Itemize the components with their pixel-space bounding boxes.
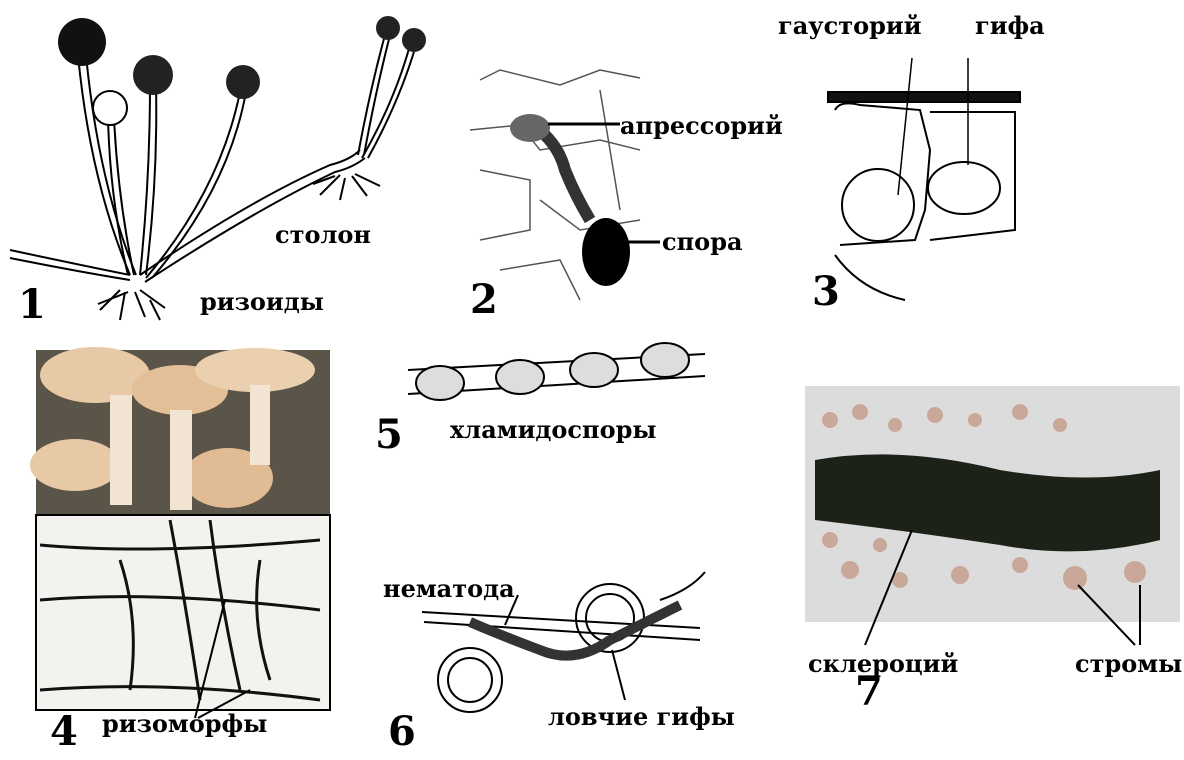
- appressorium-shape: [510, 114, 550, 142]
- label-sclerotium: склероций: [808, 652, 958, 676]
- sporangium-3: [133, 55, 173, 95]
- sporangium-2: [93, 91, 127, 125]
- mushroom-stem-1: [110, 395, 132, 505]
- panel-number-5: 5: [375, 415, 403, 455]
- sporangium-5: [376, 16, 400, 40]
- label-stromata: стромы: [1075, 652, 1182, 676]
- label-rhizomorphs: ризоморфы: [102, 712, 267, 736]
- label-hypha: гифа: [975, 14, 1045, 38]
- haustorium-pointer: [898, 58, 912, 195]
- label-stolon: столон: [275, 223, 371, 247]
- haustorium-shape-2: [928, 162, 1000, 214]
- panel-number-7: 7: [855, 672, 883, 712]
- label-nematode: нематода: [383, 577, 515, 601]
- sporangium-6: [402, 28, 426, 52]
- label-spore: спора: [662, 230, 743, 254]
- mushroom-stem-2: [170, 410, 192, 510]
- nematode-shape: [470, 605, 680, 656]
- label-trap-hyphae: ловчие гифы: [548, 705, 735, 729]
- sporangium-4: [226, 65, 260, 99]
- spore-shape: [582, 218, 630, 286]
- panel-number-1: 1: [18, 285, 46, 325]
- mushroom-stem-3: [250, 385, 270, 465]
- panel-number-3: 3: [812, 272, 840, 312]
- mushroom-cap-4: [30, 439, 120, 491]
- label-chlamydospores: хламидоспоры: [450, 418, 656, 442]
- panel-5-chlamydospores-drawing: [408, 343, 705, 400]
- panel-1-rhizopus-drawing: [10, 35, 416, 320]
- trap-hyphae-pointer: [612, 650, 625, 700]
- label-rhizoids: ризоиды: [200, 290, 324, 314]
- panel-number-6: 6: [388, 712, 416, 752]
- sporangium-1: [58, 18, 106, 66]
- label-haustorium: гаусторий: [778, 14, 922, 38]
- panel-number-4: 4: [50, 712, 78, 752]
- haustorium-shape-1: [842, 169, 914, 241]
- panel-number-2: 2: [470, 280, 498, 320]
- label-appressorium: апрессорий: [620, 114, 783, 138]
